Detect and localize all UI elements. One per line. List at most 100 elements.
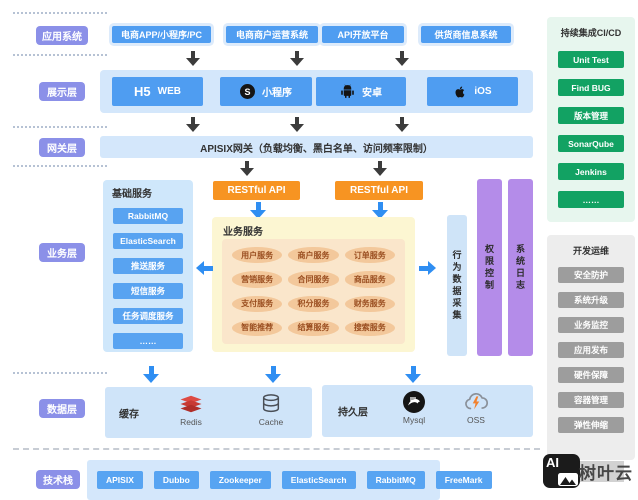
separator-dotted [13,372,107,374]
oss-cloud-icon [463,390,489,414]
h5-icon: H5 [134,84,151,99]
arrow-down-icon [405,366,421,383]
presentation-label: 安卓 [362,88,382,99]
watermark-brand-text: 树叶云 [579,464,633,483]
tech-stack-item: Dubbo [153,471,199,489]
database-icon [260,392,282,416]
arrow-down-icon [290,117,304,132]
arrow-down-icon [373,161,387,176]
arrow-left-icon [196,261,213,275]
base-service-item: 短信服务 [113,283,183,299]
mountain-photo-icon [558,473,578,486]
arrow-down-icon [290,51,304,66]
miniprogram-icon: S [240,84,255,99]
presentation-ios: iOS [427,77,518,106]
devops-item: 系统升级 [558,292,624,308]
layer-label-presentation: 展示层 [39,82,85,101]
permission-control-bar: 权限控制 [477,179,502,356]
cicd-title: 持续集成CI/CD [560,28,622,38]
devops-item: 业务监控 [558,317,624,333]
restful-api-box: RESTful API [335,181,423,200]
devops-panel: 开发运维 安全防护 系统升级 业务监控 应用发布 硬件保障 容器管理 弹性伸缩 [547,235,635,460]
devops-item: 弹性伸缩 [558,417,624,433]
service-pill: 财务服务 [344,295,395,312]
arrow-down-icon [240,161,254,176]
presentation-miniprogram: S 小程序 [220,77,312,106]
tech-stack-item: FreeMark [435,471,492,489]
service-pill: 支付服务 [232,295,283,312]
watermark-ai-logo: AI [543,454,580,488]
persistence-layer-box: 持久层 Mysql OSS [322,385,533,437]
base-services-title: 基础服务 [112,189,152,200]
tech-stack-container: APISIX Dubbo Zookeeper ElasticSearch Rab… [87,460,492,500]
cicd-item: Find BUG [558,79,624,96]
cicd-item: Jenkins [558,163,624,180]
redis-label: Redis [180,417,202,427]
tech-stack-item: ElasticSearch [281,471,356,489]
app-system-box: 电商商户运营系统 [226,26,318,43]
separator-dotted [13,54,107,56]
watermark-ai-text: AI [546,455,559,470]
persistence-title: 持久层 [338,407,368,419]
tech-stack-item: RabbitMQ [366,471,425,489]
arrow-down-icon [186,117,200,132]
cicd-item: SonarQube [558,135,624,152]
arrow-down-icon [250,202,266,219]
gateway-bar: APISIX网关（负载均衡、黑白名单、访问频率限制） [100,136,533,158]
cicd-item: Unit Test [558,51,624,68]
base-services-panel: 基础服务 RabbitMQ ElasticSearch 推送服务 短信服务 任务… [103,180,193,352]
service-pill: 商品服务 [344,271,395,288]
cicd-item: …… [558,191,624,208]
separator-dashed [13,448,540,450]
presentation-web: H5 WEB [112,77,203,106]
layer-label-data: 数据层 [39,399,85,418]
cache-label: Cache [258,417,284,427]
layer-label-techstack: 技术栈 [36,470,80,489]
presentation-label: 小程序 [262,88,292,99]
layer-label-business: 业务层 [39,243,85,262]
presentation-label: WEB [157,86,181,97]
devops-item: 安全防护 [558,267,624,283]
service-pill: 搜索服务 [344,319,395,336]
restful-api-box: RESTful API [213,181,300,200]
permission-bar-label: 权限控制 [484,243,494,292]
cicd-item: 版本管理 [558,107,624,124]
system-log-bar: 系统日志 [508,179,533,356]
oss-label: OSS [467,415,485,425]
oss-item: OSS [452,390,500,425]
behavior-data-collection-bar: 行为数据采集 [447,215,467,356]
cicd-panel: 持续集成CI/CD Unit Test Find BUG 版本管理 SonarQ… [547,17,635,222]
layer-label-application: 应用系统 [36,26,88,45]
mysql-item: Mysql [390,390,438,425]
devops-item: 应用发布 [558,342,624,358]
cache-title: 缓存 [119,409,139,420]
layer-label-gateway: 网关层 [39,138,85,157]
service-pill: 智能推荐 [232,319,283,336]
arrow-down-icon [395,51,409,66]
arrow-down-icon [265,366,281,383]
mysql-icon [402,390,426,414]
apple-icon [453,80,467,104]
base-service-item: …… [113,333,183,349]
devops-item: 硬件保障 [558,367,624,383]
presentation-android: 安卓 [316,77,406,106]
arrow-right-icon [419,261,436,275]
service-pill: 结算服务 [288,319,339,336]
app-system-box: API开放平台 [322,26,404,43]
service-pill: 订单服务 [344,247,395,264]
system-log-bar-label: 系统日志 [515,243,525,292]
android-icon [340,80,355,104]
behavior-bar-label: 行为数据采集 [451,249,462,322]
tech-stack-item: APISIX [97,471,143,489]
redis-icon [179,392,203,416]
service-pill: 用户服务 [232,247,283,264]
service-pill: 营销服务 [232,271,283,288]
base-service-item: 任务调度服务 [113,308,183,324]
arrow-down-icon [395,117,409,132]
base-service-item: RabbitMQ [113,208,183,224]
app-system-box: 供货商信息系统 [421,26,511,43]
mysql-label: Mysql [402,415,426,425]
presentation-label: iOS [474,86,492,97]
app-system-box: 电商APP/小程序/PC [112,26,211,43]
